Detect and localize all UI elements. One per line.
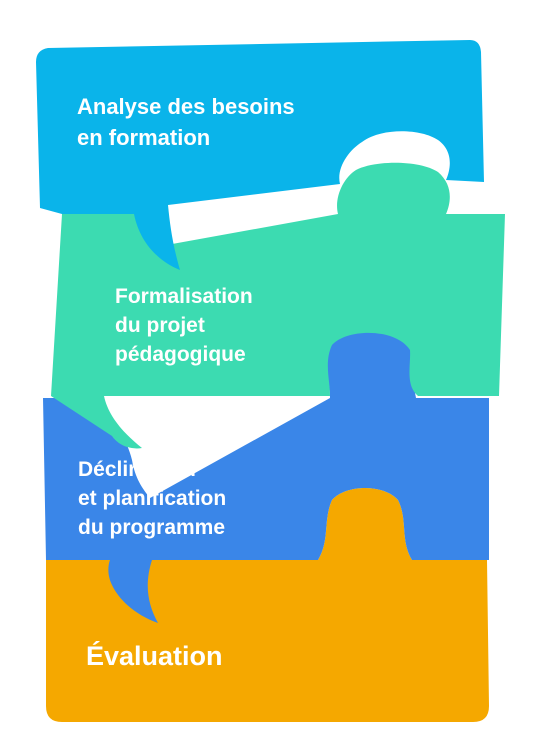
puzzle-piece-evaluation bbox=[46, 488, 489, 722]
step-label-line: Déclinaison bbox=[78, 458, 196, 481]
step-label-line: et planification bbox=[78, 486, 227, 510]
step-label-evaluation: Évaluation bbox=[86, 638, 223, 676]
step-label-declinaison: Déclinaison et planification du programm… bbox=[78, 456, 226, 543]
puzzle-piece-analyse bbox=[36, 40, 484, 270]
step-label-line: Formalisation bbox=[115, 285, 253, 308]
step-label-line: Analyse des besoins bbox=[77, 94, 295, 119]
step-label-line: Évaluation bbox=[86, 641, 223, 671]
step-label-line: pédagogique bbox=[115, 342, 246, 366]
step-label-line: du projet bbox=[115, 313, 205, 337]
puzzle-piece-formalisation bbox=[51, 162, 505, 449]
step-label-line: du programme bbox=[78, 515, 226, 539]
step-label-analyse: Analyse des besoins en formation bbox=[77, 92, 295, 154]
step-label-formalisation: Formalisation du projet pédagogique bbox=[115, 283, 253, 370]
puzzle-piece-declinaison bbox=[43, 329, 489, 623]
step-label-line: en formation bbox=[77, 124, 211, 150]
